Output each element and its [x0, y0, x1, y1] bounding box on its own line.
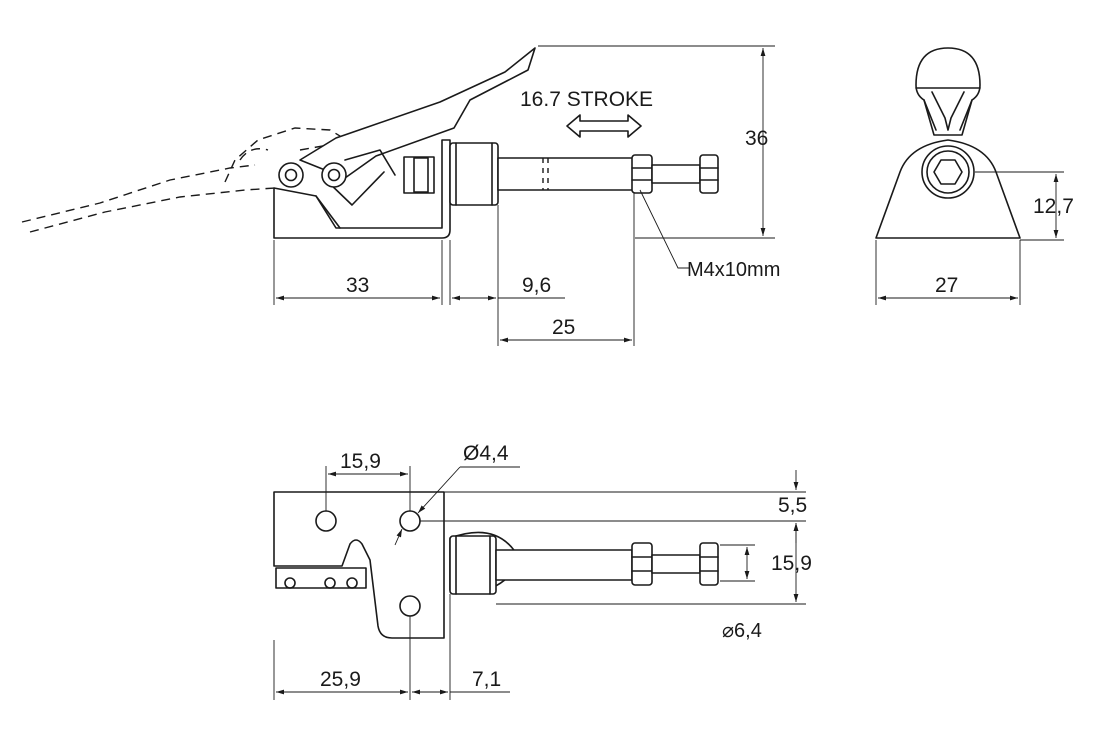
- dim-7-1: 7,1: [472, 668, 501, 691]
- handle-lever: [299, 47, 536, 179]
- rod-diameter-label: ⌀6,4: [722, 620, 762, 642]
- bolt-head: [699, 154, 719, 194]
- dim-15-9-top: 15,9: [340, 450, 381, 473]
- top-view-housing: [449, 535, 497, 595]
- top-view: 15,9 Ø4,4 5,5 15,9 ⌀6,4 25,9 7,1: [273, 442, 812, 700]
- plunger-rod: [497, 157, 635, 191]
- thread-label: M4x10mm: [687, 259, 780, 281]
- plunger-housing: [449, 142, 499, 206]
- stroke-label: 16.7 STROKE: [520, 88, 653, 111]
- stroke-arrow-icon: [566, 114, 642, 138]
- lock-nut: [631, 154, 653, 194]
- end-view-bore: [921, 145, 975, 199]
- top-view-base-plate: [273, 491, 445, 639]
- dim-9-6: 9,6: [522, 274, 551, 297]
- dim-25: 25: [552, 316, 575, 339]
- hole-diameter-label: Ø4,4: [463, 442, 509, 465]
- mount-hole-1: [315, 510, 337, 532]
- dim-15-9-right: 15,9: [771, 552, 812, 575]
- side-view: 16.7 STROKE 36 33 9,6 25 M4x10mm: [21, 45, 780, 346]
- top-view-nut: [631, 542, 653, 586]
- top-view-handle-strip: [275, 567, 367, 589]
- dim-27: 27: [935, 274, 958, 297]
- clamp-base: [273, 139, 451, 239]
- end-view-handle: [915, 47, 981, 136]
- top-view-rod: [495, 549, 633, 581]
- end-view: 12,7 27: [875, 47, 1074, 305]
- dim-12-7: 12,7: [1033, 195, 1074, 218]
- dim-5-5: 5,5: [778, 494, 807, 517]
- dim-33: 33: [346, 274, 369, 297]
- mount-hole-3: [399, 595, 421, 617]
- bolt-shank: [651, 164, 701, 184]
- pivot-pin-2: [321, 162, 347, 188]
- dim-36: 36: [745, 127, 768, 150]
- pivot-pin-1: [278, 162, 304, 188]
- mount-hole-2: [399, 510, 421, 532]
- dim-25-9: 25,9: [320, 668, 361, 691]
- top-view-bolt-head: [699, 542, 719, 586]
